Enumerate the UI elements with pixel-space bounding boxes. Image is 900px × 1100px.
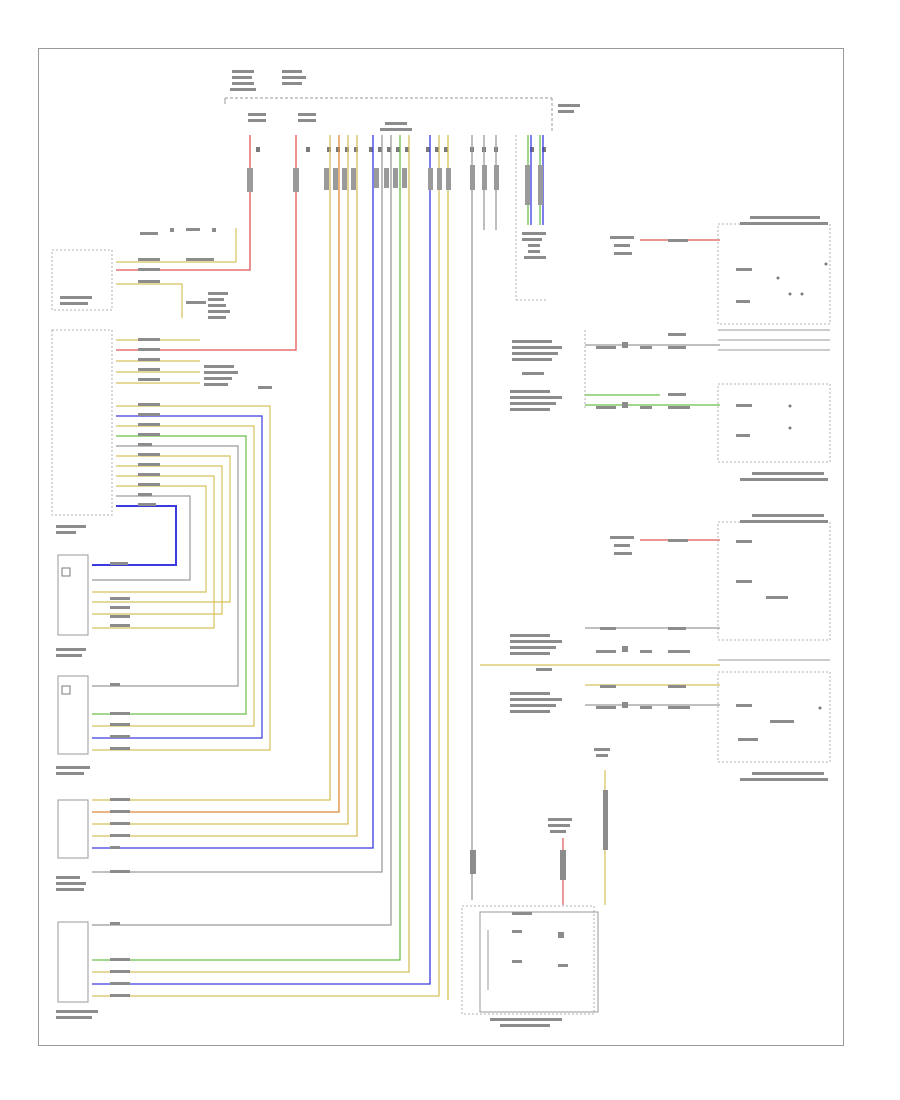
center-labels [490, 232, 610, 1027]
top-connector-pins [256, 147, 546, 152]
power-bus [224, 97, 553, 133]
fuse-labels [230, 70, 580, 131]
left-module-5 [56, 921, 130, 1019]
right-feed-labels [470, 236, 690, 880]
left-module-4 [56, 798, 130, 891]
upper-left-module [51, 249, 113, 534]
right-module-2 [717, 383, 831, 481]
left-module-3 [56, 675, 130, 775]
vertical-trunk-wires [92, 135, 544, 1000]
right-module-4 [717, 671, 831, 781]
left-module-2 [56, 554, 130, 657]
diagram-frame [38, 48, 844, 1046]
left-wire-callouts [138, 228, 272, 506]
right-feed-wires [480, 239, 720, 905]
upper-left-wires [92, 228, 271, 751]
right-module-3 [717, 514, 831, 661]
bottom-center-module [461, 905, 599, 1015]
center-dashed-lines [515, 135, 586, 410]
right-module-1 [717, 216, 831, 351]
vertical-wire-labels [247, 165, 543, 205]
